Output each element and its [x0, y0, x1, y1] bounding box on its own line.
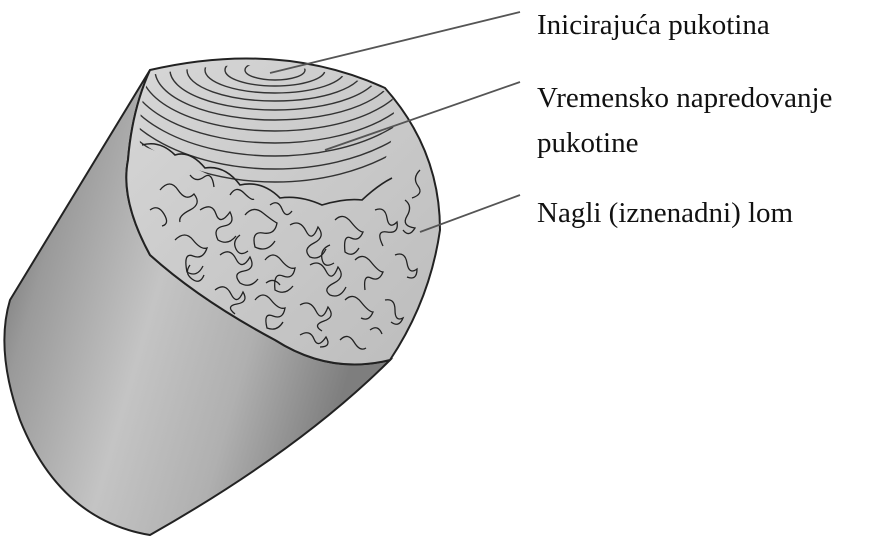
label-sudden-fracture: Nagli (iznenadni) lom	[537, 195, 793, 231]
label-initial-crack: Inicirajuća pukotina	[537, 7, 770, 43]
label-crack-progress: Vremensko napredovanje	[537, 80, 832, 116]
label-crack-progress-continued: pukotine	[537, 125, 639, 161]
leader-line-initial-crack	[270, 12, 520, 73]
